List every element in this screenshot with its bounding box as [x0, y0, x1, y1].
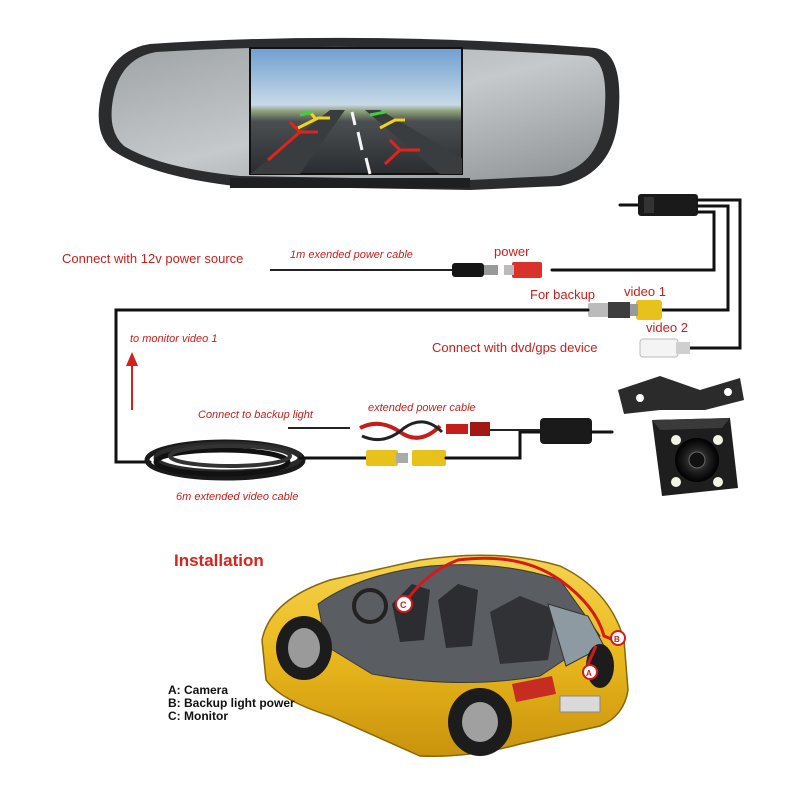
- label-video-cable: 6m extended video cable: [176, 491, 298, 503]
- label-power-cable: 1m exended power cable: [290, 249, 413, 261]
- wire-route: [402, 556, 615, 642]
- marker-b: B: [614, 635, 620, 644]
- marker-a: A: [586, 669, 592, 678]
- rca-video1-yellow: [636, 300, 662, 320]
- car-cutaway-icon: C B A: [261, 554, 629, 757]
- dc-jack-red: [512, 262, 542, 278]
- rearview-mirror-monitor-icon: [98, 37, 620, 190]
- label-power: power: [494, 244, 530, 259]
- label-ext-power-cable: extended power cable: [368, 402, 476, 414]
- label-backup-light: Connect to backup light: [198, 409, 314, 421]
- camera-connector: [540, 418, 592, 444]
- legend-c: C: Monitor: [168, 709, 228, 723]
- coiled-video-cable: [144, 439, 306, 481]
- legend-a: A: Camera: [168, 683, 228, 697]
- dc-plug-male: [452, 263, 484, 277]
- rca-video2-white: [639, 338, 679, 358]
- label-to-monitor: to monitor video 1: [130, 333, 217, 345]
- installation-title: Installation: [174, 551, 264, 570]
- label-dvd-gps: Connect with dvd/gps device: [432, 340, 597, 355]
- label-video2: video 2: [646, 320, 688, 335]
- rca-cable-yellow-female: [412, 450, 446, 466]
- up-arrow-icon: [126, 352, 138, 410]
- marker-c: C: [400, 600, 407, 610]
- legend-b: B: Backup light power: [168, 696, 295, 710]
- backup-camera-icon: [618, 376, 744, 496]
- rca-cable-yellow-male: [366, 450, 398, 466]
- label-for-backup: For backup: [530, 287, 595, 302]
- label-power-source: Connect with 12v power source: [62, 251, 243, 266]
- label-video1: video 1: [624, 284, 666, 299]
